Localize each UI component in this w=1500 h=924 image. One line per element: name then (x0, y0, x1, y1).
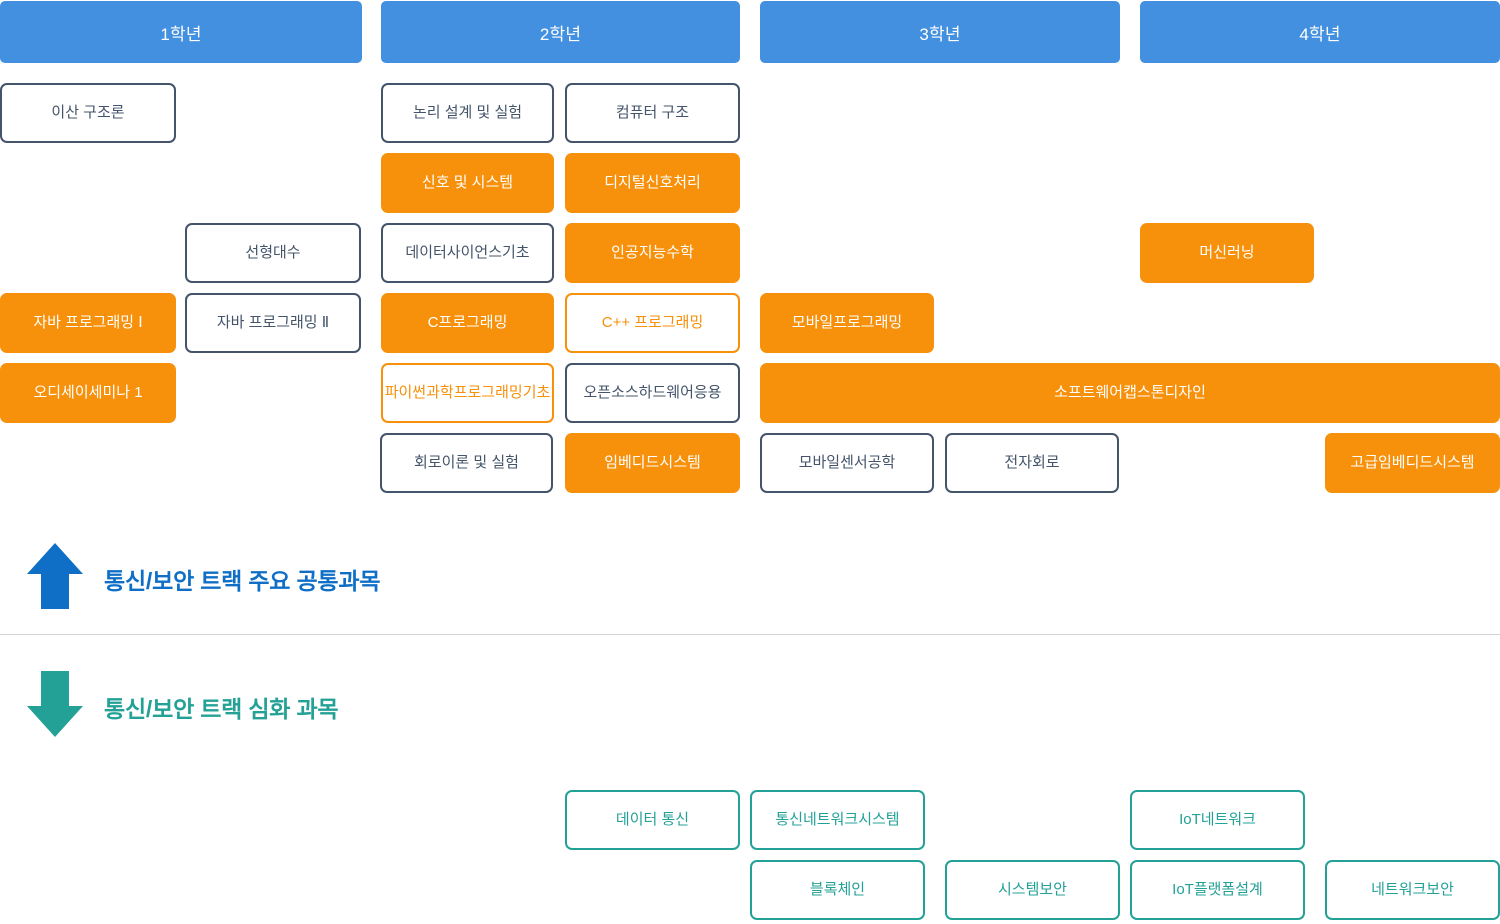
legend-common-track-label: 통신/보안 트랙 주요 공통과목 (104, 567, 381, 594)
legend-advanced-track: 통신/보안 트랙 심화 과목 (24, 668, 339, 745)
advanced-course-box-6[interactable]: 네트워크보안 (1325, 860, 1500, 920)
arrow-down-icon (24, 668, 86, 745)
course-box-17[interactable]: 소프트웨어캡스톤디자인 (760, 363, 1500, 423)
course-box-21[interactable]: 전자회로 (945, 433, 1119, 493)
course-box-19[interactable]: 임베디드시스템 (565, 433, 740, 493)
course-box-18[interactable]: 회로이론 및 실험 (380, 433, 553, 493)
course-box-22[interactable]: 고급임베디드시스템 (1325, 433, 1500, 493)
course-box-8[interactable]: 머신러닝 (1140, 223, 1314, 283)
course-box-15[interactable]: 파이썬과학프로그래밍기초 (381, 363, 554, 423)
advanced-course-box-0[interactable]: 데이터 통신 (565, 790, 740, 850)
advanced-course-box-5[interactable]: IoT플랫폼설계 (1130, 860, 1305, 920)
year-header-1[interactable]: 1학년 (0, 1, 362, 63)
course-box-9[interactable]: 자바 프로그래밍 Ⅰ (0, 293, 176, 353)
advanced-course-box-2[interactable]: IoT네트워크 (1130, 790, 1305, 850)
advanced-course-box-3[interactable]: 블록체인 (750, 860, 925, 920)
course-box-12[interactable]: C++ 프로그래밍 (565, 293, 740, 353)
advanced-course-box-1[interactable]: 통신네트워크시스템 (750, 790, 925, 850)
course-box-7[interactable]: 인공지능수학 (565, 223, 740, 283)
course-box-14[interactable]: 오디세이세미나 1 (0, 363, 176, 423)
year-header-4[interactable]: 4학년 (1140, 1, 1500, 63)
legend-advanced-track-label: 통신/보안 트랙 심화 과목 (104, 695, 339, 722)
arrow-up-icon (24, 540, 86, 617)
legend-common-track: 통신/보안 트랙 주요 공통과목 (24, 540, 380, 617)
course-box-6[interactable]: 데이터사이언스기초 (381, 223, 554, 283)
year-header-2[interactable]: 2학년 (381, 1, 740, 63)
course-box-13[interactable]: 모바일프로그래밍 (760, 293, 934, 353)
course-box-3[interactable]: 신호 및 시스템 (381, 153, 554, 213)
section-divider (0, 634, 1500, 635)
course-box-4[interactable]: 디지털신호처리 (565, 153, 740, 213)
year-header-3[interactable]: 3학년 (760, 1, 1120, 63)
course-box-5[interactable]: 선형대수 (185, 223, 361, 283)
course-box-16[interactable]: 오픈소스하드웨어응용 (565, 363, 740, 423)
course-box-10[interactable]: 자바 프로그래밍 Ⅱ (185, 293, 361, 353)
advanced-course-box-4[interactable]: 시스템보안 (945, 860, 1120, 920)
course-box-1[interactable]: 논리 설계 및 실험 (381, 83, 554, 143)
course-box-11[interactable]: C프로그래밍 (381, 293, 554, 353)
course-box-2[interactable]: 컴퓨터 구조 (565, 83, 740, 143)
course-box-20[interactable]: 모바일센서공학 (760, 433, 934, 493)
course-box-0[interactable]: 이산 구조론 (0, 83, 176, 143)
